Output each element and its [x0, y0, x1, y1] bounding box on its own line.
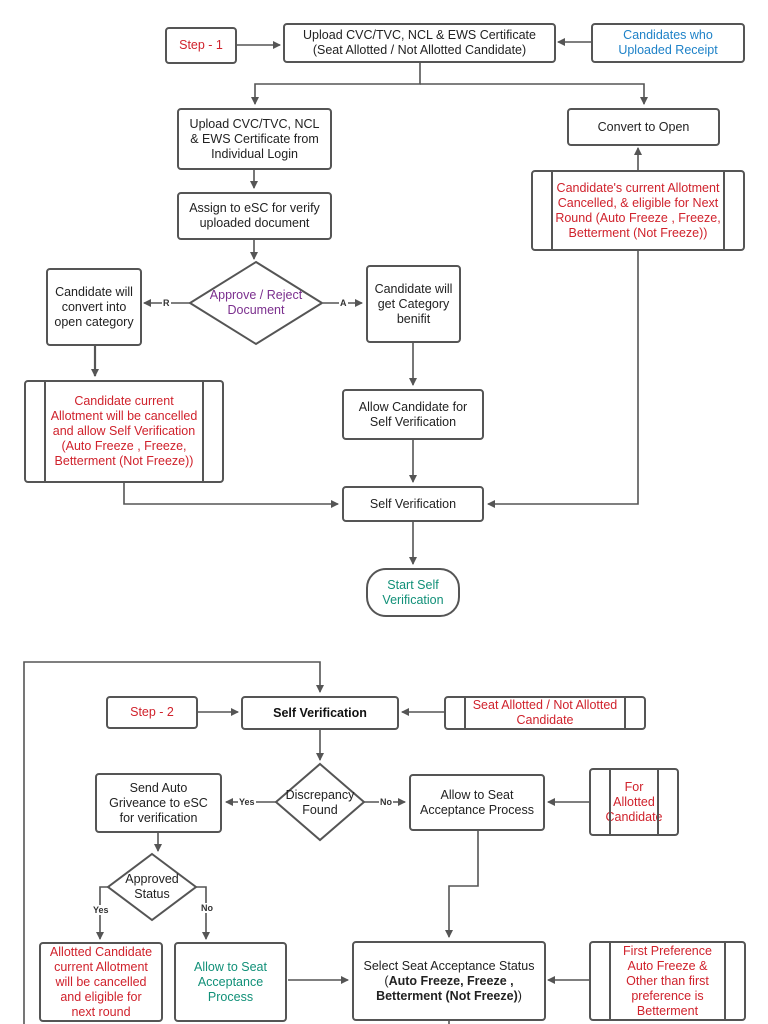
step-1-label: Step - 1: [165, 27, 237, 64]
start-self-verification-node: Start Self Verification: [366, 568, 460, 617]
discrepancy-diamond: [274, 762, 366, 842]
assign-esc-node: Assign to eSC for verify uploaded docume…: [177, 192, 332, 240]
convert-open-category-node: Candidate will convert into open categor…: [46, 268, 142, 346]
approved-status-label: Approved Status: [125, 872, 179, 901]
select-status-bold: Auto Freeze, Freeze , Betterment (Not Fr…: [376, 973, 518, 1003]
edge-label-approve: A: [339, 298, 348, 308]
arrow-approved-no: [196, 886, 210, 940]
arrow-right-to-self: [487, 251, 639, 508]
edge-label-no-2: No: [200, 903, 214, 913]
approve-reject-label: Approve / Reject Document: [209, 288, 303, 317]
self-verification-node: Self Verification: [342, 486, 484, 522]
edge-label-no: No: [379, 797, 393, 807]
approved-status-diamond: [106, 852, 198, 922]
allow-seat-acceptance-2-node: Allow to Seat Acceptance Process: [174, 942, 287, 1022]
select-seat-acceptance-text: Select Seat Acceptance Status (Auto Free…: [360, 959, 538, 1004]
category-benefit-node: Candidate will get Category benifit: [366, 265, 461, 343]
allow-seat-acceptance-node: Allow to Seat Acceptance Process: [409, 774, 545, 831]
receipt-candidates-node: Candidates who Uploaded Receipt: [591, 23, 745, 63]
allotment-cancelled-self-verification-node: Candidate current Allotment will be canc…: [24, 380, 224, 483]
self-verification-step2-node: Self Verification: [241, 696, 399, 730]
allow-self-verification-node: Allow Candidate for Self Verification: [342, 389, 484, 440]
arrow-cancel-to-self: [123, 483, 339, 508]
approve-reject-diamond: [188, 260, 324, 346]
select-status-prefix: Select Seat Acceptance Status (: [363, 958, 535, 988]
allotted-cancelled-node: Allotted Candidate current Allotment wil…: [39, 942, 163, 1022]
select-seat-acceptance-node: Select Seat Acceptance Status (Auto Free…: [352, 941, 546, 1021]
edge-label-yes: Yes: [238, 797, 256, 807]
upload-individual-node: Upload CVC/TVC, NCL & EWS Certificate fr…: [177, 108, 332, 170]
convert-open-node: Convert to Open: [567, 108, 720, 146]
upload-certificate-node: Upload CVC/TVC, NCL & EWS Certificate (S…: [283, 23, 556, 63]
allotment-cancelled-next-round-node: Candidate's current Allotment Cancelled,…: [531, 170, 745, 251]
seat-allotted-node: Seat Allotted / Not Allotted Candidate: [444, 696, 646, 730]
select-status-suffix: ): [517, 988, 522, 1003]
arrow-loop-back: [23, 661, 324, 1024]
arrow-upload-split-right: [420, 83, 648, 105]
arrow-allow-to-select: [445, 831, 479, 938]
for-allotted-candidate-node: For Allotted Candidate: [589, 768, 679, 836]
edge-label-reject: R: [162, 298, 171, 308]
edge-label-yes-2: Yes: [92, 905, 110, 915]
arrow-upload-split-left: [251, 63, 421, 105]
step-2-label: Step - 2: [106, 696, 198, 729]
discrepancy-label: Discrepancy Found: [285, 788, 355, 817]
send-grievance-node: Send Auto Griveance to eSC for verificat…: [95, 773, 222, 833]
first-preference-node: First Preference Auto Freeze & Other tha…: [589, 941, 746, 1021]
